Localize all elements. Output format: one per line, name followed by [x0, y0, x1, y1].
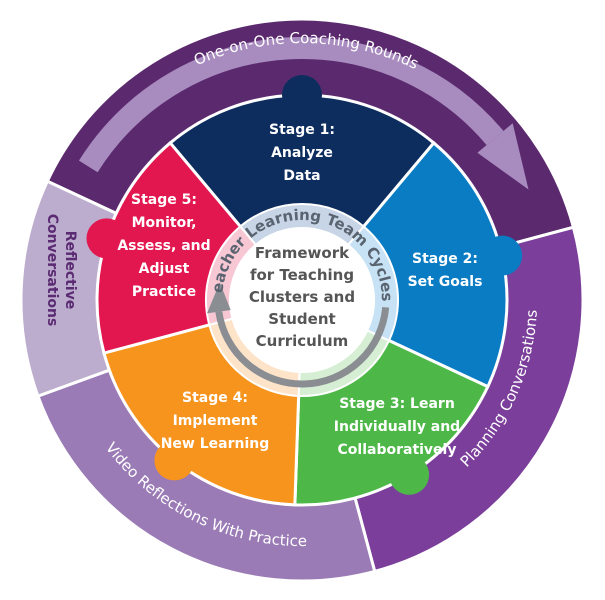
- stage-1-label: Stage 1: Analyze Data: [269, 122, 335, 184]
- center-title: Framework for Teaching Clusters and Stud…: [249, 244, 355, 350]
- center-circle: [230, 228, 374, 372]
- stage-1-line: Data: [283, 168, 320, 184]
- cycle-arrow-shaft: [215, 307, 390, 388]
- stage-puzzle-ring: [86, 75, 523, 507]
- reflective-line: Reflective: [62, 231, 78, 310]
- coaching-arrow-shaft: [78, 37, 504, 173]
- center-line: Curriculum: [256, 332, 349, 350]
- stage-2-label: Stage 2: Set Goals: [408, 251, 483, 290]
- center-line: for Teaching: [250, 266, 354, 284]
- stage-2-line: Set Goals: [408, 274, 483, 290]
- stage-5-line: Monitor,: [132, 215, 197, 231]
- center-line: Framework: [255, 244, 350, 262]
- stage-5-line: Adjust: [139, 261, 190, 277]
- stage-4-line: New Learning: [161, 436, 270, 452]
- stage-4-line: Stage 4:: [182, 390, 248, 406]
- puzzle-knob: [482, 235, 523, 276]
- cycle-arrow-head: [206, 282, 231, 314]
- conversations-line: Conversations: [44, 214, 60, 327]
- stage-5-label: Stage 5: Monitor, Assess, and Adjust Pra…: [117, 192, 210, 300]
- stage-5-line: Assess, and: [117, 238, 210, 254]
- puzzle-knob: [282, 75, 322, 115]
- stage-3-line: Stage 3: Learn: [339, 396, 455, 412]
- stage-2-line: Stage 2:: [412, 251, 478, 267]
- puzzle-knob: [86, 218, 127, 259]
- stage-1-line: Stage 1:: [269, 122, 335, 138]
- coaching-arrow-head: [477, 123, 529, 190]
- stage-3-label: Stage 3: Learn Individually and Collabor…: [334, 396, 460, 458]
- center-line: Student: [268, 310, 335, 328]
- puzzle-knob: [389, 454, 430, 495]
- stage-4-line: Implement: [173, 413, 258, 429]
- stage-1-line: Analyze: [271, 145, 333, 161]
- reflective-conversations-label: Reflective Conversations: [44, 214, 78, 327]
- stage-4-label: Stage 4: Implement New Learning: [161, 390, 270, 452]
- cycle-ring: [205, 203, 399, 397]
- center-line: Clusters and: [249, 288, 355, 306]
- stage-5-line: Stage 5:: [131, 192, 197, 208]
- stage-3-line: Individually and: [334, 419, 460, 435]
- stage-3-line: Collaboratively: [338, 442, 457, 458]
- stage-5-line: Practice: [132, 284, 196, 300]
- puzzle-knob: [154, 440, 195, 481]
